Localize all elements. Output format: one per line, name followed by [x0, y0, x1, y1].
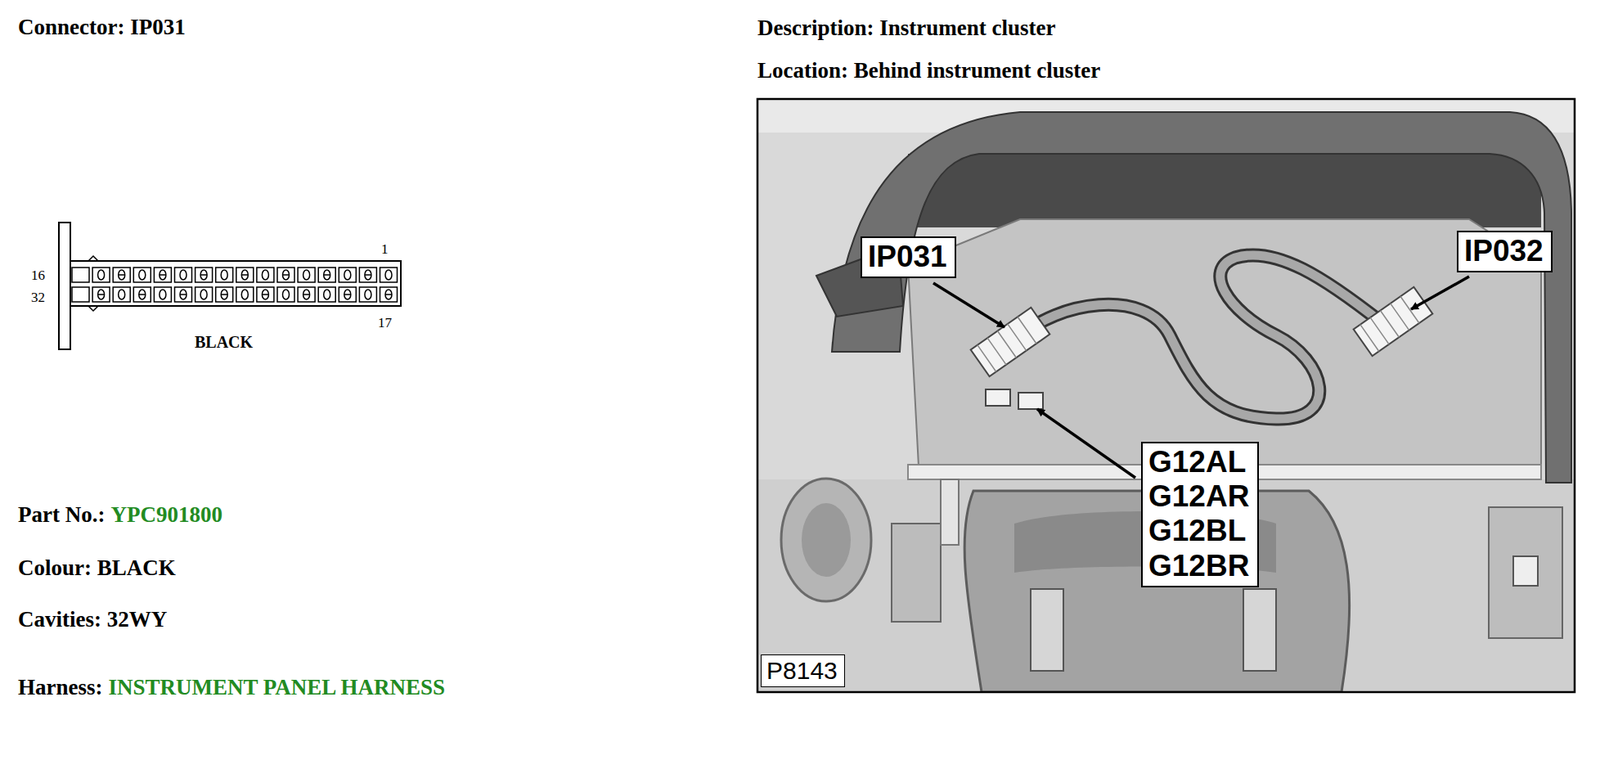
pin-number: 17: [377, 315, 392, 330]
field-text: Cavities: 32WY: [17, 608, 167, 631]
callout-text: P8143: [766, 656, 840, 684]
callout-label: G12ALG12ARG12BLG12BR: [1141, 441, 1259, 588]
field-text: Colour: BLACK: [17, 557, 176, 580]
callout-text: IP032: [1464, 233, 1546, 268]
field-value: INSTRUMENT PANEL HARNESS: [108, 676, 446, 699]
callout-text: G12AL: [1148, 444, 1252, 480]
connector-drawing: [58, 222, 401, 350]
pin-number: 1: [381, 242, 389, 257]
pin-number: 32: [31, 290, 45, 305]
leader-arrow: [1411, 276, 1470, 310]
callout-text: G12BL: [1148, 513, 1252, 549]
leader-arrow: [1037, 408, 1136, 478]
colour-label: BLACK: [194, 333, 253, 351]
leader-arrow: [933, 283, 1005, 328]
cluster-illustration: [758, 99, 1574, 692]
callout-text: G12AR: [1148, 479, 1252, 514]
callout-label: IP031: [860, 236, 957, 279]
callout-text: G12BR: [1148, 548, 1252, 584]
callout-label: IP032: [1456, 230, 1553, 273]
field-name: Harness:: [17, 676, 104, 699]
field-name: Part No.:: [17, 503, 105, 526]
illustration-frame: [757, 98, 1575, 693]
field-value: YPC901800: [110, 503, 223, 526]
field-text: Description: Instrument cluster: [757, 17, 1056, 40]
pin-number: 16: [31, 268, 45, 283]
heading-text: Connector: IP031: [17, 16, 186, 39]
callout-text: IP031: [867, 239, 949, 274]
field-text: Location: Behind instrument cluster: [757, 59, 1101, 82]
figure-number: P8143: [760, 654, 845, 688]
